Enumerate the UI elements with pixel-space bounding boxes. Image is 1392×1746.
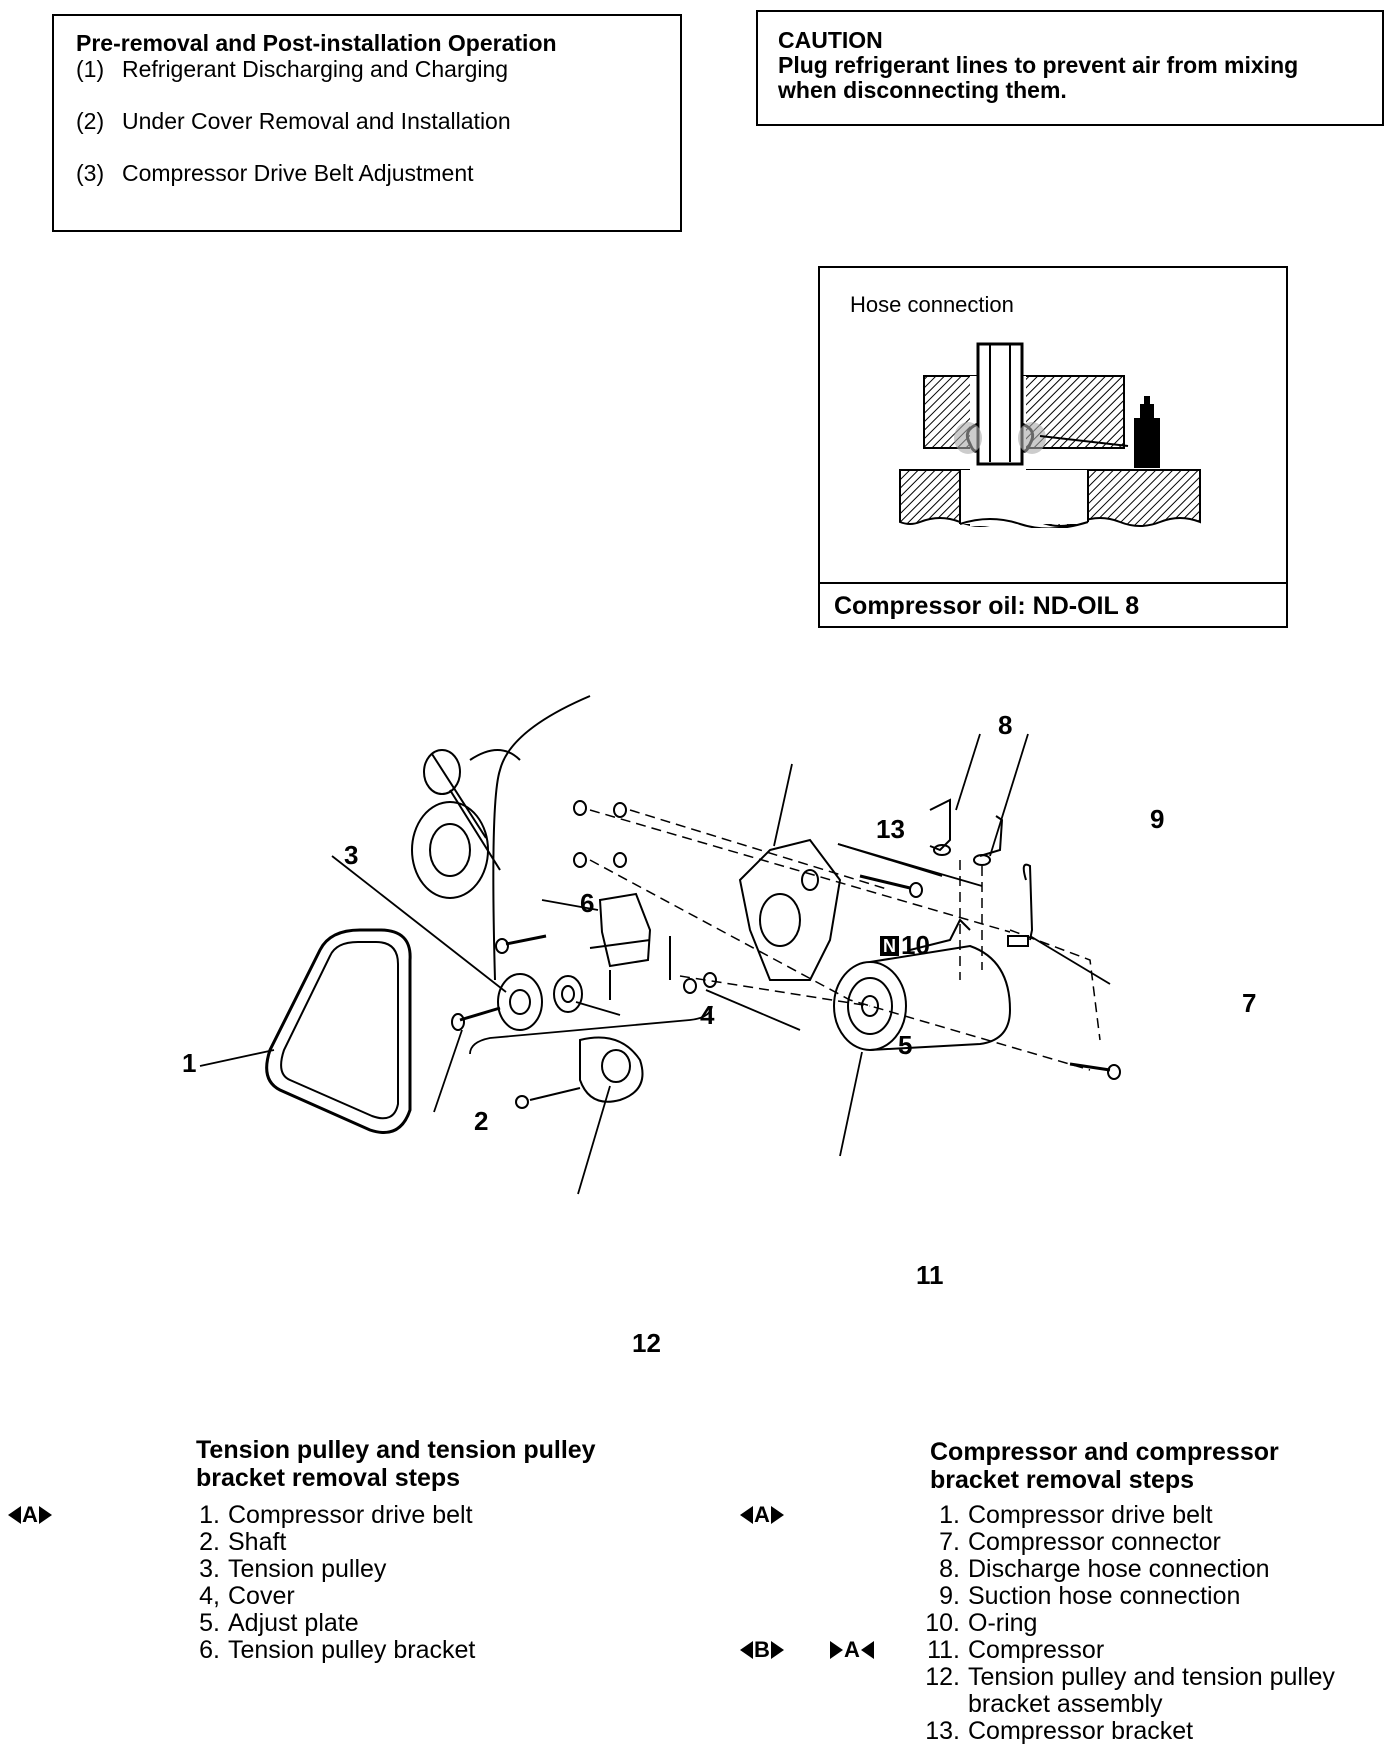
compressor-steps-list: 1.Compressor drive belt 7.Compressor con… (912, 1502, 1335, 1745)
callout-11: 11 (916, 1260, 944, 1290)
caution-box: CAUTION Plug refrigerant lines to preven… (756, 10, 1384, 126)
left-triangle-icon (860, 1641, 874, 1659)
right-triangle-icon (830, 1641, 843, 1659)
compressor-assembly-drawing (199, 695, 1121, 1195)
callout-5: 5 (898, 1030, 913, 1060)
list-item: 6.Tension pulley bracket (199, 1636, 476, 1664)
callout-3: 3 (344, 840, 359, 870)
callout-9: 9 (1150, 804, 1165, 834)
exploded-diagram: 1 2 3 4 5 6 7 8 9 N 10 11 12 13 (150, 680, 1260, 1360)
caution-title: CAUTION (778, 27, 883, 53)
compressor-oil-label: Compressor oil: ND-OIL 8 (820, 582, 1286, 626)
tension-steps-title: Tension pulley and tension pulley bracke… (196, 1436, 596, 1492)
service-point-b-marker: B (740, 1637, 784, 1663)
hose-connection-box: Hose connection Compressor oil: ND (818, 266, 1288, 628)
caution-text: Plug refrigerant lines to prevent air fr… (778, 52, 1299, 103)
left-triangle-icon (740, 1641, 753, 1659)
pre-removal-box: Pre-removal and Post-installation Operat… (52, 14, 682, 232)
callout-2: 2 (474, 1106, 489, 1136)
callout-10: 10 (901, 930, 930, 960)
pre-removal-item: (2) Under Cover Removal and Installation (76, 108, 511, 134)
list-item: 8.Discharge hose connection (939, 1555, 1270, 1583)
new-part-marker: N 10 (880, 930, 930, 961)
list-item: bracket assembly (968, 1690, 1163, 1718)
callout-8: 8 (998, 710, 1013, 740)
list-item: 1.Compressor drive belt (939, 1501, 1213, 1529)
callout-7: 7 (1242, 988, 1257, 1018)
callout-4: 4 (700, 1000, 715, 1030)
list-item: 7.Compressor connector (939, 1528, 1221, 1556)
list-item: 1.Compressor drive belt (199, 1501, 473, 1529)
left-triangle-icon (740, 1506, 753, 1524)
list-item: 2.Shaft (199, 1528, 287, 1556)
right-triangle-icon (770, 1506, 784, 1524)
list-item: 13.Compressor bracket (925, 1717, 1194, 1745)
callout-1: 1 (182, 1048, 197, 1078)
pre-removal-title: Pre-removal and Post-installation Operat… (76, 30, 557, 56)
right-triangle-icon (770, 1641, 784, 1659)
left-triangle-icon (8, 1506, 21, 1524)
callout-13: 13 (876, 814, 905, 844)
list-item: 11.Compressor (927, 1636, 1105, 1664)
hose-connection-title: Hose connection (850, 292, 1014, 317)
service-point-a-marker: A (8, 1502, 52, 1528)
compressor-steps-title: Compressor and compressor bracket remova… (930, 1438, 1279, 1494)
service-point-a-marker: A (740, 1502, 784, 1528)
right-triangle-icon (38, 1506, 52, 1524)
hose-connection-illustration (899, 342, 1201, 528)
n-icon: N (880, 935, 899, 956)
callout-6: 6 (580, 888, 595, 918)
pre-removal-item: (1) Refrigerant Discharging and Charging (76, 56, 509, 82)
list-item: 12.Tension pulley and tension pulley (925, 1663, 1335, 1691)
pre-removal-item: (3) Compressor Drive Belt Adjustment (76, 160, 474, 186)
install-point-a-marker: A (830, 1637, 874, 1663)
list-item: 9.Suction hose connection (939, 1582, 1241, 1610)
callout-12: 12 (632, 1328, 661, 1358)
list-item: 4,Cover (199, 1582, 295, 1610)
list-item: 10.O-ring (925, 1609, 1038, 1637)
list-item: 3.Tension pulley (199, 1555, 387, 1583)
list-item: 5.Adjust plate (199, 1609, 359, 1637)
tension-steps-list: 1.Compressor drive belt 2.Shaft 3.Tensio… (180, 1502, 475, 1664)
